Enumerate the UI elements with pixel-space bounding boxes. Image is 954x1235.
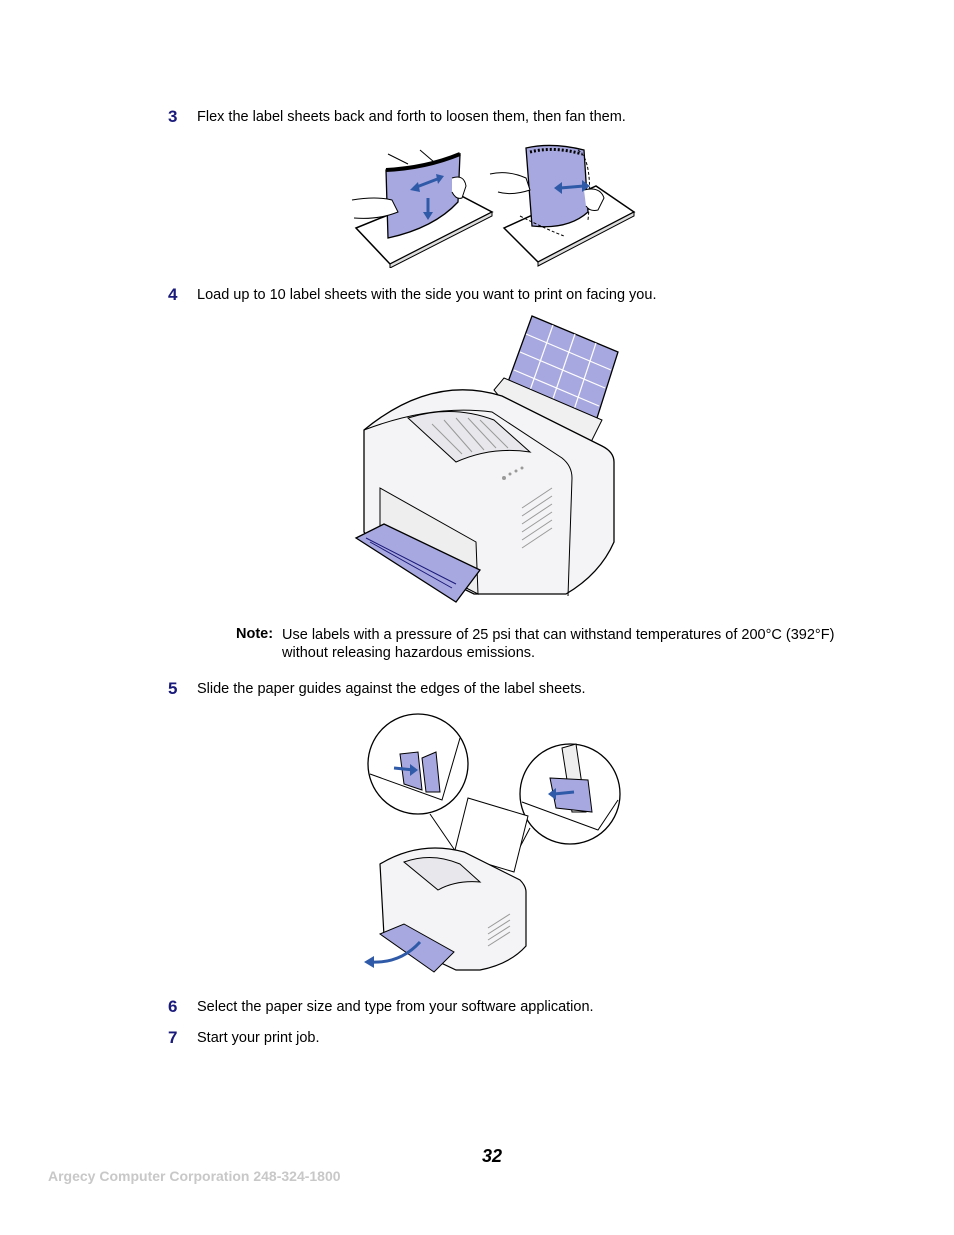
paper-guides-illustration — [364, 713, 621, 973]
slide-right-arrow-icon — [393, 764, 418, 776]
note-text: Use labels with a pressure of 25 psi tha… — [282, 627, 835, 661]
step-text-6: Select the paper size and type from your… — [197, 999, 594, 1015]
page-number: 32 — [482, 1146, 503, 1166]
step-number-5: 5 — [168, 679, 178, 698]
left-guide-callout — [367, 713, 469, 815]
step-number-3: 3 — [168, 107, 178, 126]
slide-left-arrow-icon — [548, 788, 575, 800]
fan-arrow-icon — [554, 180, 590, 194]
note-label: Note: — [236, 626, 274, 642]
step-number-7: 7 — [168, 1028, 178, 1047]
step-text-5: Slide the paper guides against the edges… — [197, 681, 586, 697]
right-guide-callout — [519, 743, 621, 845]
step-number-4: 4 — [168, 285, 178, 304]
step-text-7: Start your print job. — [197, 1030, 320, 1046]
step-text-3: Flex the label sheets back and forth to … — [197, 109, 626, 125]
step-text-4: Load up to 10 label sheets with the side… — [197, 287, 657, 303]
flex-arrow-icon — [410, 174, 444, 220]
footer-text: Argecy Computer Corporation 248-324-1800 — [48, 1168, 341, 1184]
load-labels-printer-illustration — [354, 315, 619, 603]
pull-tray-arrow-icon — [364, 940, 422, 968]
flex-and-fan-labels-illustration — [351, 144, 636, 268]
step-number-6: 6 — [168, 997, 178, 1016]
indicator-lights — [502, 466, 524, 480]
